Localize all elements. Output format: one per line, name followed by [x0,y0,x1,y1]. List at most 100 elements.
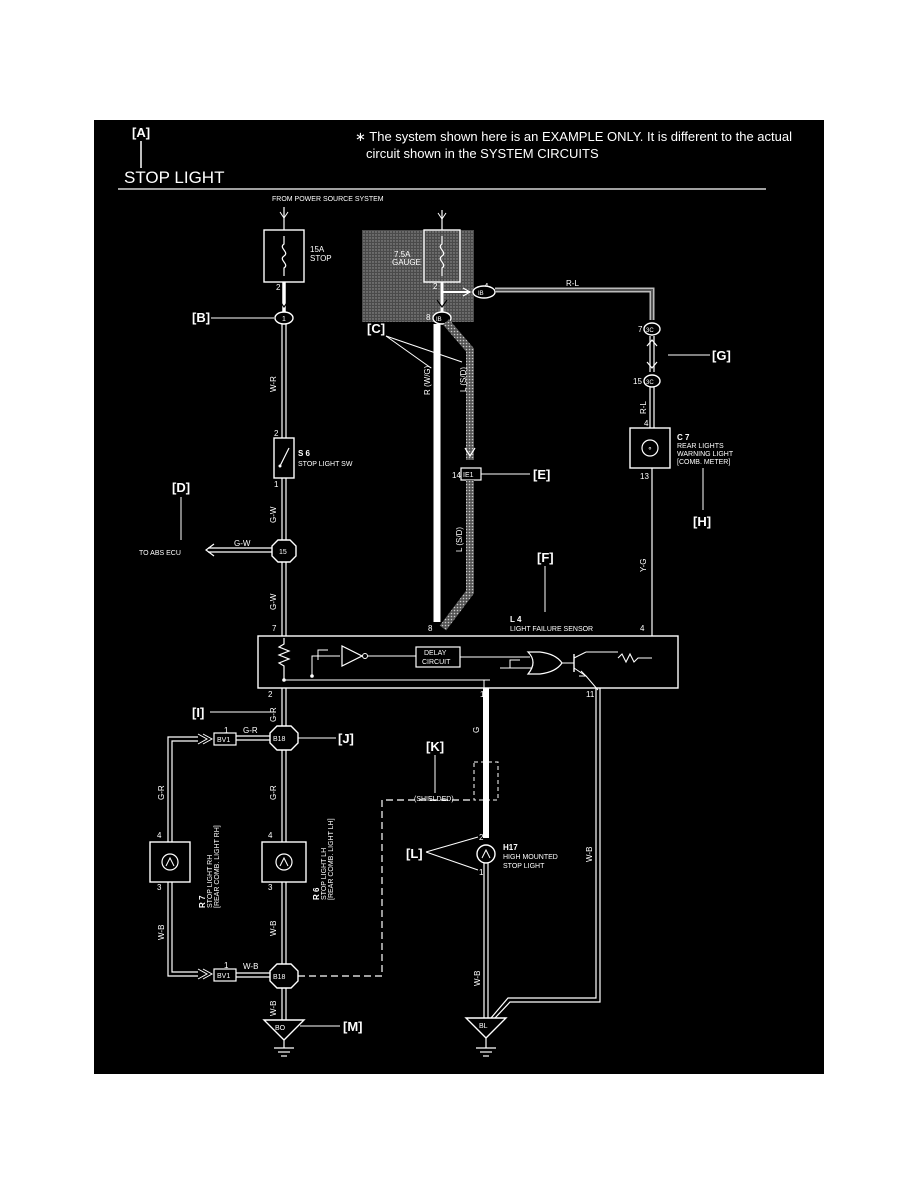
pin-l4-7: 7 [272,624,277,633]
wire-label-g-w-abs: G-W [234,539,251,548]
pin-h17-2: 2 [479,833,484,842]
wire-label-g-w-2: G-W [269,593,278,610]
pin-bv1-bottom-1: 1 [224,961,229,970]
callout-c-leader-b [385,335,463,363]
connector-3c-top-label: 3C [646,328,654,334]
callout-l[interactable]: [L] [406,846,423,861]
callout-m[interactable]: [M] [343,1019,363,1034]
callout-e[interactable]: [E] [533,467,550,482]
callout-j[interactable]: [J] [338,731,354,746]
stop-light-lh-bulb-icon [275,853,293,871]
wire-label-g-r-lh: G-R [269,785,278,800]
wire-label-w-b-pin11: W-B [585,847,594,862]
callout-b[interactable]: [B] [192,310,210,325]
pin-l4-1: 1 [480,690,485,699]
wire-rh-down-a [167,736,198,842]
c7-line3: [COMB. METER] [677,459,730,466]
arrow-stop-b [278,299,290,309]
callout-k[interactable]: [K] [426,739,444,754]
pin-r7-4: 4 [157,831,162,840]
pin-gauge-2: 2 [433,282,438,291]
wire-w-b-pin11-b [494,688,601,1019]
r7-line2: [REAR COMB. LIGHT RH] [214,825,221,908]
r6-line2: [REAR COMB. LIGHT LH] [328,818,335,900]
wire-r-l-top [495,287,655,320]
inverter-icon [341,645,364,667]
power-source-label: FROM POWER SOURCE SYSTEM [272,196,384,203]
c7-id: C 7 [677,433,690,442]
wire-l-sd-lower [439,480,474,631]
sensor-node-a [282,678,286,682]
wire-label-l-sd-upper: L (S/D) [459,367,468,392]
wire-label-y-g: Y-G [639,559,648,573]
delay-label: DELAY [424,650,447,657]
l4-id: L 4 [510,615,522,624]
arrow-bv1-bottom [197,968,214,980]
r6-line1: STOP LIGHT LH [321,848,328,900]
wire-r-l-top-inner [495,289,653,320]
switch-contact-icon [279,447,290,467]
shielded-label: (SHIELDED) [414,796,454,803]
arrow-abs-icon [205,543,215,557]
arrow-3c-down [646,361,658,369]
pin-r6-4: 4 [268,831,273,840]
resistor-b-icon [617,652,652,664]
connector-bv1-top [213,732,237,746]
callout-h[interactable]: [H] [693,514,711,529]
abs-ecu-label: TO ABS ECU [139,550,181,557]
junction-15-label: 15 [279,549,287,556]
pin-ie1-14: 14 [452,471,461,480]
warning-bulb-icon [641,439,659,457]
high-mount-bulb-icon [476,844,496,864]
wire-rh-ground-b [171,882,198,973]
disclaimer-line-2: circuit shown in the SYSTEM CIRCUITS [366,146,599,161]
label-a-tag: [A] [132,125,150,140]
fuse-stop-name: STOP [310,254,332,263]
wire-l-sd-upper [442,319,474,460]
h17-id: H17 [503,843,518,852]
rear-lights-warning-box [629,427,671,469]
fuse-gauge-rating: 7.5A [394,250,411,259]
s6-name: STOP LIGHT SW [298,461,353,468]
wire-label-g-r-rh: G-R [157,785,166,800]
diagram-title: STOP LIGHT [124,168,224,187]
pin-c7-13: 13 [640,472,649,481]
junction-b18-bottom [269,963,299,989]
stop-light-lh-filament [279,856,289,867]
junction-b18-bottom-label: B18 [273,974,286,981]
ground-bo-shape [262,1019,306,1041]
schmitt-symbol-b-icon [509,659,520,668]
wire-rh-ground-a [167,882,198,977]
pin-l4-11: 11 [586,690,595,699]
callout-g[interactable]: [G] [712,348,731,363]
pin-c7-4: 4 [644,419,649,428]
pin-3c-7: 7 [638,325,643,334]
callout-d[interactable]: [D] [172,480,190,495]
callout-f[interactable]: [F] [537,550,554,565]
fuse-stop-rating: 15A [310,245,325,254]
pin-fuse-stop-2: 2 [276,283,281,292]
pin-3c-15: 15 [633,377,642,386]
pin-h17-1: 1 [479,868,484,877]
connector-bv1-bottom-label: BV1 [217,973,230,980]
ground-bl-label: BL [479,1023,488,1030]
pin-ib-8: 8 [426,313,431,322]
callout-c[interactable]: [C] [367,321,385,336]
connector-ie1-label: IE1 [463,472,474,479]
r6-id: R 6 [312,887,321,900]
junction-15 [271,539,297,563]
wire-label-w-b-gnd: W-B [269,1001,278,1016]
resistor-icon [277,638,291,680]
callout-i[interactable]: [I] [192,705,204,720]
wire-label-g-r-h: G-R [243,726,258,735]
arrow-gauge-ib [436,299,448,309]
arrow-source-a [279,211,289,219]
arrow-ie1 [464,447,476,458]
pin-l4-8: 8 [428,624,433,633]
wire-rh-down-b [171,740,198,842]
wire-label-w-b-h17: W-B [473,971,482,986]
warning-bulb-mark: ⚬ [647,446,653,453]
wire-label-g: G [472,727,481,733]
or-gate-icon [526,651,563,675]
arrow-3c-up [646,339,658,347]
